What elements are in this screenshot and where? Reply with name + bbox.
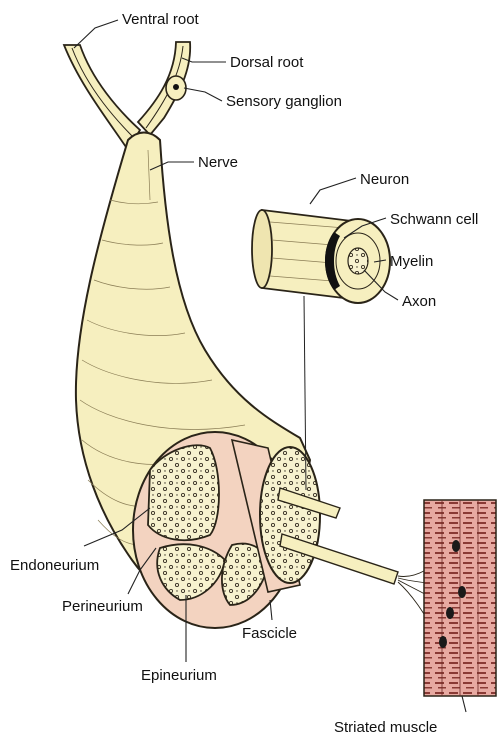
label-nerve: Nerve — [198, 154, 238, 171]
axon-core — [348, 248, 368, 274]
ganglion-cell-dot — [173, 84, 179, 90]
label-neuron: Neuron — [360, 171, 409, 188]
label-ventral-root: Ventral root — [122, 11, 200, 28]
label-schwann-cell: Schwann cell — [390, 211, 478, 228]
fascicle-cylinder-face — [260, 447, 320, 583]
label-endoneurium: Endoneurium — [10, 557, 99, 574]
label-dorsal-root: Dorsal root — [230, 54, 304, 71]
nerve-roots — [64, 42, 190, 150]
label-perineurium: Perineurium — [62, 598, 143, 615]
label-fascicle: Fascicle — [242, 625, 297, 642]
neuron-cylinder-back — [252, 210, 272, 288]
ventral-root-shape — [64, 45, 140, 150]
label-myelin: Myelin — [390, 253, 433, 270]
label-axon: Axon — [402, 293, 436, 310]
label-sensory-ganglion: Sensory ganglion — [226, 93, 342, 110]
label-striated-muscle: Striated muscle — [334, 719, 437, 736]
label-epineurium: Epineurium — [141, 667, 217, 684]
